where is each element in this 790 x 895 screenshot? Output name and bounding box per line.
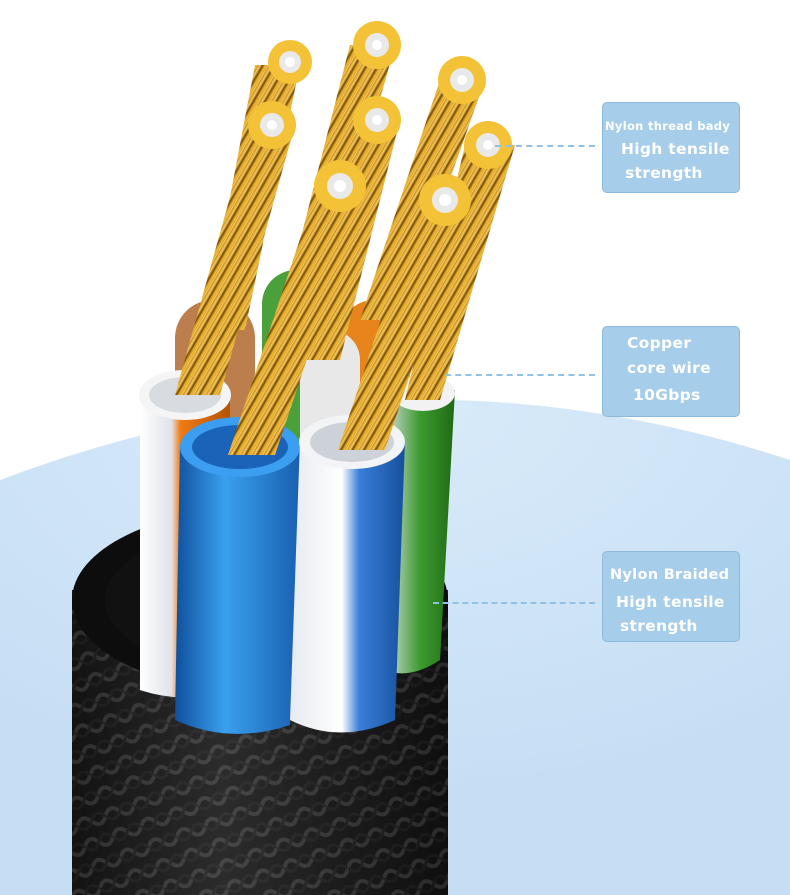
copper-core-6 (405, 121, 515, 400)
copper-cores (175, 21, 515, 455)
callout-nylon-thread-body: Nylon thread bady High tensile strength (602, 102, 740, 193)
callout-line: High tensile (616, 593, 725, 611)
callout-line: 10Gbps (633, 386, 701, 404)
callout-line: Nylon thread bady (605, 119, 731, 133)
copper-core-4 (175, 101, 296, 395)
callout-line: strength (625, 164, 703, 182)
callout-line: Copper (627, 334, 692, 352)
callout-line: High tensile (621, 140, 730, 158)
callout-line: core wire (627, 359, 711, 377)
callout-line: Nylon Braided (610, 567, 730, 583)
leader-line-1 (495, 145, 595, 147)
callout-nylon-braided: Nylon Braided High tensile strength (602, 551, 740, 642)
leader-line-3 (433, 602, 595, 604)
copper-core-7 (228, 160, 366, 455)
callout-copper-core-wire: Copper core wire 10Gbps (602, 326, 740, 417)
leader-line-2 (445, 374, 595, 376)
callout-line: strength (620, 617, 698, 635)
copper-core-8 (338, 174, 471, 450)
